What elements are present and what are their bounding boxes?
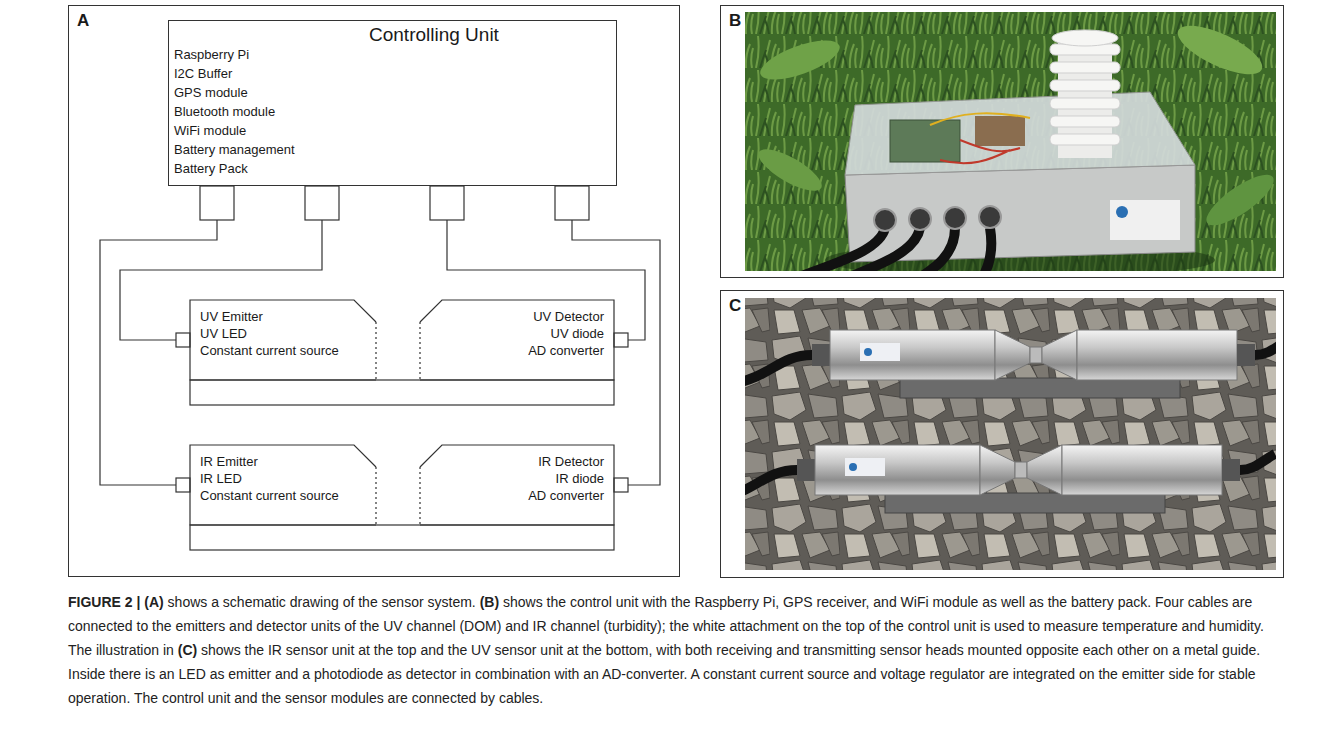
circuit-board bbox=[890, 120, 960, 162]
leaf bbox=[756, 32, 845, 87]
dotted-window-edge bbox=[375, 467, 376, 525]
leaf bbox=[753, 142, 827, 199]
connector-square bbox=[176, 478, 190, 492]
logo bbox=[1116, 206, 1128, 218]
panel-frame: A Controlling UnitRaspberry PiI2C BufferG… bbox=[68, 5, 680, 577]
outline-path bbox=[420, 445, 614, 525]
sticker bbox=[1110, 200, 1180, 240]
component-item: Raspberry Pi bbox=[169, 45, 616, 64]
caption-emphasis: FIGURE 2 | bbox=[68, 594, 140, 610]
connector-square bbox=[555, 186, 589, 220]
component-item: Constant current source bbox=[200, 342, 366, 359]
dotted-window-edge bbox=[375, 322, 376, 380]
panel-frame: B bbox=[720, 5, 1284, 278]
battery-pack bbox=[975, 116, 1025, 146]
caption-emphasis: (B) bbox=[480, 594, 499, 610]
cable-line bbox=[100, 186, 217, 485]
connector-square bbox=[614, 478, 628, 492]
text-column: Controlling UnitRaspberry PiI2C BufferGP… bbox=[169, 21, 616, 178]
component-item: UV LED bbox=[200, 325, 366, 342]
panel-letter: C bbox=[729, 296, 741, 316]
leaf bbox=[1200, 166, 1276, 233]
outline-path bbox=[420, 300, 614, 380]
caption-emphasis: (C) bbox=[178, 642, 197, 658]
text-column: UV DetectorUV diodeAD converter bbox=[420, 300, 614, 367]
dotted-window-edge bbox=[419, 467, 420, 525]
component-item: WiFi module bbox=[169, 121, 616, 140]
control-unit-box: Controlling UnitRaspberry PiI2C BufferGP… bbox=[168, 20, 617, 186]
unit-title: IR Detector bbox=[430, 453, 604, 470]
component-item: I2C Buffer bbox=[169, 64, 616, 83]
leaf bbox=[1172, 16, 1269, 84]
cable-glands bbox=[874, 206, 1001, 231]
caption-emphasis: (A) bbox=[144, 594, 163, 610]
component-item: Constant current source bbox=[200, 487, 366, 504]
text-column: UV EmitterUV LEDConstant current source bbox=[190, 300, 376, 367]
ir-sensor-pair bbox=[745, 330, 1276, 383]
wire bbox=[930, 113, 1030, 125]
schematic-parts bbox=[176, 186, 628, 550]
connector-square bbox=[200, 186, 234, 220]
component-item: AD converter bbox=[430, 487, 604, 504]
component-item: Bluetooth module bbox=[169, 102, 616, 121]
metal-guide bbox=[885, 493, 1165, 513]
dotted-window-edge bbox=[419, 322, 420, 380]
control-unit-photo bbox=[745, 12, 1276, 271]
connector-square bbox=[430, 186, 464, 220]
wire bbox=[940, 140, 1020, 163]
emitter-box: IR EmitterIR LEDConstant current source bbox=[190, 445, 376, 525]
panel-frame: C bbox=[720, 290, 1284, 578]
component-item: IR LED bbox=[200, 470, 366, 487]
component-item: Battery management bbox=[169, 140, 616, 159]
component-item: Battery Pack bbox=[169, 159, 616, 178]
component-item: UV diode bbox=[430, 325, 604, 342]
base-bar bbox=[190, 380, 614, 405]
component-item: IR diode bbox=[430, 470, 604, 487]
detector-box: UV DetectorUV diodeAD converter bbox=[420, 300, 614, 380]
metal-guide bbox=[900, 378, 1180, 398]
radiation-shield bbox=[1050, 30, 1120, 145]
enclosure-lid bbox=[845, 92, 1195, 175]
figure-caption: FIGURE 2 | (A) shows a schematic drawing… bbox=[68, 590, 1290, 710]
detector-box: IR DetectorIR diodeAD converter bbox=[420, 445, 614, 525]
unit-title: UV Detector bbox=[430, 308, 604, 325]
unit-title: Controlling Unit bbox=[169, 21, 616, 45]
emitter-box: UV EmitterUV LEDConstant current source bbox=[190, 300, 376, 380]
panel-letter: B bbox=[729, 11, 741, 31]
grass-ground bbox=[745, 12, 1276, 271]
outline-path bbox=[190, 300, 376, 380]
unit-title: IR Emitter bbox=[200, 453, 366, 470]
sensor-photo bbox=[745, 298, 1276, 570]
connector-square bbox=[305, 186, 339, 220]
component-item: GPS module bbox=[169, 83, 616, 102]
connector-square bbox=[614, 333, 628, 347]
connector-square bbox=[176, 333, 190, 347]
base-bar bbox=[190, 525, 614, 550]
text-column: IR EmitterIR LEDConstant current source bbox=[190, 445, 376, 512]
cables bbox=[790, 228, 991, 271]
panel-letter: A bbox=[77, 11, 89, 31]
outline-path bbox=[190, 445, 376, 525]
uv-sensor-pair bbox=[745, 445, 1275, 498]
unit-title: UV Emitter bbox=[200, 308, 366, 325]
text-column: IR DetectorIR diodeAD converter bbox=[420, 445, 614, 512]
enclosure-front bbox=[845, 165, 1195, 262]
component-item: AD converter bbox=[430, 342, 604, 359]
